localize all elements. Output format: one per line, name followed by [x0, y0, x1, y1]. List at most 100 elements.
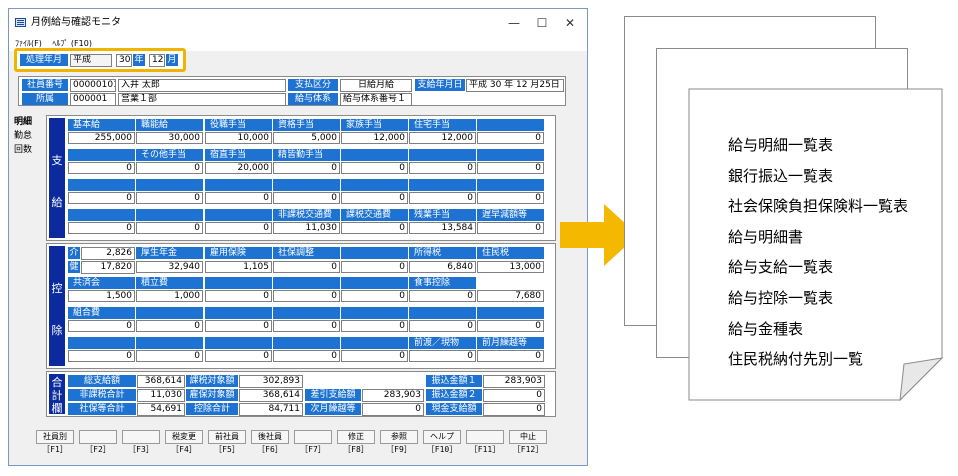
pay-item-value[interactable]: 0: [205, 192, 272, 204]
era-field[interactable]: 平成: [70, 54, 112, 67]
pay-item-value[interactable]: 0: [341, 162, 408, 174]
deduction-item-value[interactable]: 0: [341, 261, 408, 273]
menu-help[interactable]: ﾍﾙﾌﾟ (F10): [52, 39, 92, 48]
pay-item-value[interactable]: 5,000: [273, 132, 340, 144]
function-key-12-button[interactable]: 中止: [509, 430, 547, 444]
month-field[interactable]: 12: [149, 54, 165, 67]
pay-item-value[interactable]: 12,000: [409, 132, 476, 144]
deduction-item-value[interactable]: 0: [68, 350, 135, 362]
deduction-item-value[interactable]: 13,000: [477, 261, 544, 273]
pay-item-value[interactable]: 0: [477, 162, 544, 174]
pay-item-label: 残業手当: [409, 209, 476, 221]
pay-item-value[interactable]: 0: [205, 222, 272, 234]
pay-item-value[interactable]: 255,000: [68, 132, 135, 144]
deduction-item-value[interactable]: 0: [341, 320, 408, 332]
deduction-item-value[interactable]: 0: [68, 320, 135, 332]
employee-no-field[interactable]: 00000101: [70, 79, 116, 92]
deduction-item-value[interactable]: 0: [205, 350, 272, 362]
pay-item-value[interactable]: 12,000: [341, 132, 408, 144]
deduction-item-value[interactable]: 0: [273, 350, 340, 362]
deduction-item-label: 住民税: [477, 247, 544, 259]
pay-item-value[interactable]: 0: [68, 162, 135, 174]
deduction-item-value[interactable]: 0: [341, 350, 408, 362]
pay-item-value[interactable]: 0: [341, 192, 408, 204]
pay-item-value[interactable]: 0: [477, 192, 544, 204]
deduction-item-value[interactable]: 0: [409, 320, 476, 332]
ded-care-value: 2,826: [81, 247, 135, 260]
cash-label: 現金支給額: [426, 403, 482, 415]
function-key-7-button[interactable]: [294, 430, 332, 444]
function-key-4-button[interactable]: 税変更: [165, 430, 203, 444]
deduction-item-value[interactable]: 32,940: [136, 261, 203, 273]
deduction-item-value[interactable]: 7,680: [477, 290, 544, 302]
deduction-item-value[interactable]: 0: [205, 290, 272, 302]
deduction-item-value[interactable]: 0: [477, 320, 544, 332]
menu-file[interactable]: ﾌｧｲﾙ(F): [15, 39, 42, 48]
deduction-item-value[interactable]: 0: [273, 261, 340, 273]
pay-item-value[interactable]: 0: [136, 162, 203, 174]
deduction-item-value[interactable]: 0: [409, 350, 476, 362]
pay-item-value[interactable]: 10,000: [205, 132, 272, 144]
deduction-item-label: 共済会: [68, 277, 135, 289]
function-key-1-button[interactable]: 社員別: [36, 430, 74, 444]
function-key-3-button[interactable]: [122, 430, 160, 444]
deduction-item-value[interactable]: 0: [136, 350, 203, 362]
deduction-item-value[interactable]: 0: [136, 320, 203, 332]
pay-item-value[interactable]: 30,000: [136, 132, 203, 144]
ded-total-label: 控除合計: [186, 403, 238, 415]
deduction-item-label: 組合費: [68, 307, 135, 319]
pay-item-label: [341, 179, 408, 191]
tab-attendance[interactable]: 勤怠: [14, 131, 33, 141]
function-key-2-button[interactable]: [79, 430, 117, 444]
pay-item-value[interactable]: 0: [409, 162, 476, 174]
pay-item-value[interactable]: 0: [409, 192, 476, 204]
pay-item-value[interactable]: 20,000: [205, 162, 272, 174]
deduction-item-label: 前月繰越等: [477, 337, 544, 349]
deduction-item-value[interactable]: 0: [409, 290, 476, 302]
pay-item-value[interactable]: 11,030: [273, 222, 340, 234]
pay-item-label: 職能給: [136, 119, 203, 131]
function-key-11-button[interactable]: [466, 430, 504, 444]
deduction-item-value[interactable]: 0: [477, 350, 544, 362]
deduction-item-value[interactable]: 0: [273, 290, 340, 302]
deduction-item-value[interactable]: 1,105: [205, 261, 272, 273]
deduction-item-label: [477, 307, 544, 319]
deduction-item-value[interactable]: 0: [273, 320, 340, 332]
pay-item-value[interactable]: 0: [68, 192, 135, 204]
net-label: 差引支給額: [305, 389, 361, 401]
pay-item-value[interactable]: 0: [273, 162, 340, 174]
deduction-item-value[interactable]: 6,840: [409, 261, 476, 273]
function-key-8-button[interactable]: 修正: [337, 430, 375, 444]
minimize-button[interactable]: —: [508, 16, 520, 30]
maximize-button[interactable]: ☐: [536, 16, 548, 30]
tab-detail[interactable]: 明細: [14, 117, 33, 127]
pay-type-field: 日給月給: [340, 79, 412, 92]
close-button[interactable]: ✕: [564, 16, 576, 30]
totals-side-char-1: 合: [51, 376, 63, 389]
report-item: 給与明細書: [728, 227, 804, 246]
deduction-item-value[interactable]: 0: [205, 320, 272, 332]
pay-item-label: 非課税交通費: [273, 209, 340, 221]
pay-item-value[interactable]: 0: [136, 222, 203, 234]
pay-item-value[interactable]: 0: [68, 222, 135, 234]
pay-item-value[interactable]: 0: [477, 132, 544, 144]
function-key-9-button[interactable]: 参照: [380, 430, 418, 444]
pay-item-value[interactable]: 0: [341, 222, 408, 234]
pay-system-label: 給与体系: [288, 93, 338, 105]
deduction-item-value[interactable]: 0: [341, 290, 408, 302]
year-field[interactable]: 30: [116, 54, 132, 67]
pay-item-value[interactable]: 0: [136, 192, 203, 204]
function-key-10-button[interactable]: ヘルプ: [423, 430, 461, 444]
deduction-item-label: [273, 307, 340, 319]
function-key-6-button[interactable]: 後社員: [251, 430, 289, 444]
deduction-item-value[interactable]: 1,500: [68, 290, 135, 302]
tab-count[interactable]: 回数: [14, 145, 33, 155]
pay-item-value[interactable]: 0: [477, 222, 544, 234]
deduction-item-label: [341, 277, 408, 289]
report-item: 銀行振込一覧表: [728, 166, 834, 185]
deduction-item-value[interactable]: 1,000: [136, 290, 203, 302]
deduction-side-label: 控 除: [49, 246, 65, 366]
function-key-5-button[interactable]: 前社員: [208, 430, 246, 444]
pay-item-value[interactable]: 13,584: [409, 222, 476, 234]
pay-item-value[interactable]: 0: [273, 192, 340, 204]
